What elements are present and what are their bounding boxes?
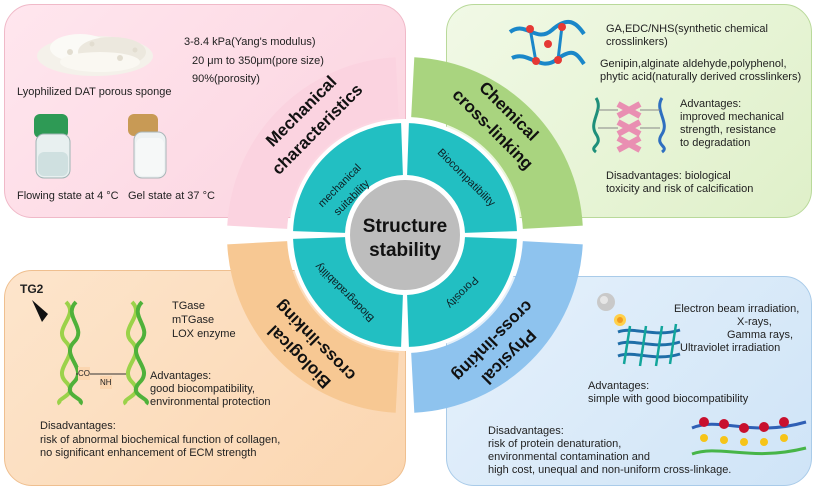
sector-biological: [227, 241, 399, 413]
physical-disadv-line2: environmental contamination and: [488, 451, 651, 463]
sponge-image: [37, 34, 153, 76]
method-gamma-rays: Gamma rays,: [727, 329, 794, 341]
inner-sector-biocompatibility: [407, 123, 517, 233]
biological-disadv-line2: no significant enhancement of ECM streng…: [40, 447, 257, 459]
chemical-adv-line1: improved mechanical: [680, 111, 784, 123]
physical-disadv-title: Disadvantages:: [488, 425, 564, 437]
physical-disadv-line3: high cost, unequal and non-uniform cross…: [488, 464, 732, 476]
chemical-adv-line3: to degradation: [680, 137, 751, 149]
physical-disadv-line1: risk of protein denaturation,: [488, 438, 622, 450]
vial-gel-image: [128, 114, 167, 179]
center-title-line1: Structure: [363, 216, 447, 237]
inner-sector-porosity: [407, 237, 517, 347]
vial-flowing-image: [34, 114, 71, 179]
sector-chemical: [411, 57, 583, 229]
gel-caption: Gel state at 37 °C: [128, 190, 215, 202]
sector-mechanical: [227, 57, 399, 229]
biological-adv-line1: good biocompatibility,: [150, 383, 255, 395]
helix-crosslink-icon: [592, 97, 666, 154]
biological-disadv-line1: risk of abnormal biochemical function of…: [40, 434, 281, 446]
biological-adv-line2: environmental protection: [150, 396, 271, 408]
inner-sector-biodegradability: [293, 237, 403, 347]
flowing-caption: Flowing state at 4 °C: [17, 190, 119, 202]
inner-sector-mechanical: [293, 123, 403, 233]
enzyme-lox: LOX enzyme: [172, 328, 236, 340]
enzyme-tgase: TGase: [172, 300, 206, 312]
porosity-value-text: 90%(porosity): [192, 73, 260, 85]
bond-co-label: CO: [78, 367, 90, 380]
synthetic-crosslinkers-line1: GA,EDC/NHS(synthetic chemical: [606, 23, 768, 35]
biological-disadv-title: Disadvantages:: [40, 420, 116, 432]
tg2-label: TG2: [20, 282, 44, 296]
natural-crosslinkers-line2: phytic acid(naturally derived crosslinke…: [600, 71, 802, 83]
physical-adv-title: Advantages:: [588, 380, 650, 392]
chemical-network-icon: [508, 19, 586, 66]
sector-physical: [411, 241, 583, 413]
natural-crosslinkers-line1: Genipin,alginate aldehyde,polyphenol,: [600, 58, 787, 70]
method-x-rays: X-rays,: [737, 316, 772, 328]
chemical-disadv-line2: toxicity and risk of calcification: [606, 183, 754, 195]
chemical-adv-line2: strength, resistance: [680, 124, 776, 136]
bond-nh-label: NH: [100, 376, 112, 389]
physical-adv-line1: simple with good biocompatibility: [588, 393, 749, 405]
protein-chain-icon: [691, 417, 807, 456]
chemical-disadv-title: Disadvantages: biological: [606, 170, 731, 182]
enzyme-mtgase: mTGase: [172, 314, 215, 326]
sponge-caption: Lyophilized DAT porous sponge: [17, 86, 172, 98]
synthetic-crosslinkers-line2: crosslinkers): [606, 36, 668, 48]
biological-adv-title: Advantages:: [150, 370, 212, 382]
irradiated-mesh-icon: [597, 293, 681, 367]
center-circle: [350, 180, 460, 290]
collagen-helix-icon: [32, 300, 149, 406]
method-ultraviolet: Ultraviolet irradiation: [680, 342, 781, 354]
chemical-adv-title: Advantages:: [680, 98, 742, 110]
center-title-line2: stability: [369, 240, 441, 261]
modulus-text: 3-8.4 kPa(Yang's modulus): [184, 36, 316, 48]
method-electron-beam: Electron beam irradiation,: [674, 303, 800, 315]
pore-size-text: 20 μm to 350μm(pore size): [192, 55, 324, 67]
